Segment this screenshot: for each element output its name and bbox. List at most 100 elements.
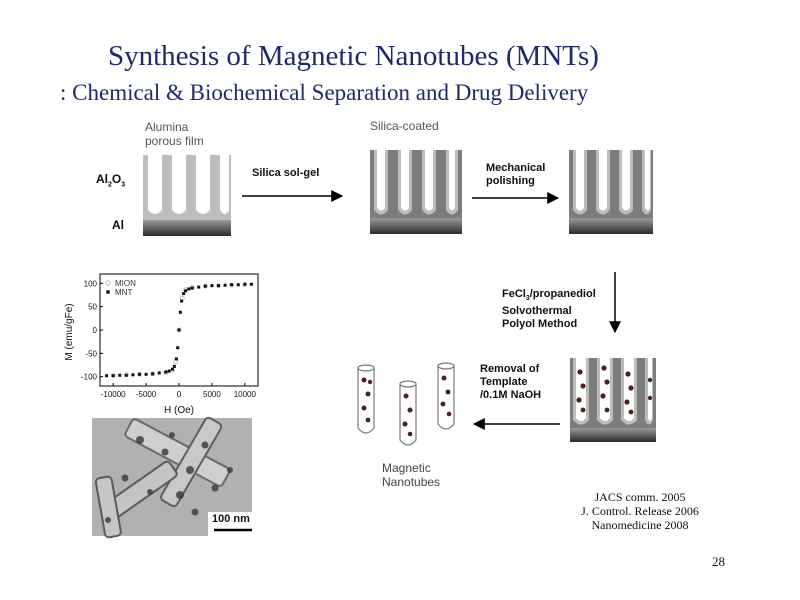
chart-xlabel: H (Oe): [164, 405, 194, 416]
data-point-mnt: [174, 357, 178, 361]
arrow2-label: Mechanical polishing: [486, 162, 545, 188]
x-tick-label: -5000: [136, 390, 157, 399]
alumina-film-label: Alumina porous film: [145, 120, 204, 148]
alumina-label-line2: porous film: [145, 134, 204, 148]
y-tick-label: -100: [81, 373, 98, 382]
al2o3-al: Al: [96, 172, 108, 186]
y-tick-label: 100: [84, 279, 98, 288]
data-point-mion: [123, 372, 129, 378]
slide-subtitle: : Chemical & Biochemical Separation and …: [60, 80, 589, 105]
data-point-mnt: [164, 370, 168, 374]
product-label-line2: Nanotubes: [382, 475, 441, 489]
y-tick-label: 50: [88, 303, 97, 312]
data-point-mnt: [184, 289, 188, 293]
al2o3-sub2: 3: [121, 181, 126, 189]
alumina-film-diagram: [143, 155, 231, 236]
data-point-mnt: [180, 299, 184, 303]
product-label-line1: Magnetic: [382, 461, 431, 475]
reference-2: J. Control. Release 2006: [581, 504, 699, 518]
al2o3-o: O: [111, 172, 122, 186]
data-point-mnt: [131, 373, 135, 377]
arrow3-label-line2: Solvothermal: [502, 305, 572, 318]
data-point-mnt: [105, 374, 109, 378]
arrow3-label: FeCl3/propanediol Solvothermal Polyol Me…: [502, 288, 596, 331]
data-point-mion: [150, 371, 156, 377]
data-point-mnt: [176, 346, 180, 350]
data-point-mion: [176, 327, 182, 333]
al-label: Al: [112, 218, 124, 232]
reference-1: JACS comm. 2005: [594, 490, 686, 504]
data-point-mion: [242, 282, 248, 288]
legend-label-mion: MION: [115, 279, 136, 288]
data-point-mnt: [118, 373, 122, 377]
polished-template-diagram: [569, 150, 653, 234]
data-point-mnt: [167, 369, 171, 373]
legend-marker-mion: [105, 280, 111, 286]
data-point-mnt: [138, 372, 141, 376]
data-point-mnt: [203, 284, 207, 288]
reference-3: Nanomedicine 2008: [591, 518, 689, 532]
data-point-mion: [202, 283, 208, 289]
data-point-mion: [110, 372, 116, 378]
arrow1-label: Silica sol-gel: [252, 167, 320, 179]
data-point-mnt: [157, 371, 161, 375]
arrow4-label-line2: Template: [480, 376, 528, 388]
y-tick-label: -50: [85, 349, 97, 358]
page-number: 28: [712, 554, 725, 569]
x-tick-label: 10000: [234, 390, 257, 399]
al2o3-sub1: 2: [108, 181, 112, 189]
data-point-mion: [137, 371, 142, 377]
data-point-mnt: [182, 292, 186, 296]
references: JACS comm. 2005 J. Control. Release 2006…: [560, 490, 720, 532]
arrow4-label: Removal of Template /0.1M NaOH: [480, 363, 541, 402]
x-tick-label: 5000: [203, 390, 221, 399]
arrow4-label-line3: /0.1M NaOH: [480, 389, 542, 401]
data-point-mnt: [230, 283, 234, 287]
data-point-mnt: [243, 282, 247, 286]
data-point-mnt: [210, 284, 214, 288]
x-tick-label: 0: [177, 390, 182, 399]
data-point-mnt: [124, 373, 128, 377]
chart-ticks: -10000 -5000 0 5000 10000 100 50 0 -50 -100: [81, 279, 257, 399]
al2o3-label: Al2O3: [96, 173, 125, 191]
arrow3-propanediol: /propanediol: [529, 288, 596, 300]
particle-filled-template-diagram: [570, 358, 656, 442]
data-point-mion: [216, 283, 221, 289]
chart-points: [105, 282, 253, 378]
alumina-label-line1: Alumina: [145, 120, 189, 134]
data-point-mnt: [111, 374, 115, 378]
nanotube-particles: [361, 375, 452, 437]
data-point-mnt: [236, 283, 240, 287]
legend-marker-mnt: [106, 290, 110, 294]
arrow3-label-line3: Polyol Method: [502, 318, 578, 331]
chart-ylabel: M (emu/gFe): [64, 303, 75, 360]
silica-coated-diagram: [370, 150, 462, 234]
slide-title: Synthesis of Magnetic Nanotubes (MNTs): [108, 40, 599, 72]
arrow2-label-line1: Mechanical: [486, 162, 546, 174]
arrow2-label-line2: polishing: [486, 175, 535, 187]
data-point-mnt: [170, 367, 174, 371]
data-point-mnt: [151, 372, 155, 376]
magnetic-nanotubes-label: Magnetic Nanotubes: [382, 461, 440, 489]
arrow3-sub: 3: [525, 295, 530, 303]
x-tick-label: -10000: [101, 390, 126, 399]
data-point-mion: [229, 282, 235, 288]
tem-scale-bar-label: 100 nm: [212, 513, 250, 525]
data-point-mnt: [187, 287, 191, 291]
tem-micrograph: [92, 416, 260, 539]
arrow4-label-line1: Removal of: [480, 363, 540, 375]
data-point-mnt: [178, 310, 182, 314]
data-point-mnt: [144, 372, 148, 376]
data-point-mnt: [172, 364, 176, 368]
legend-label-mnt: MNT: [115, 288, 132, 297]
magnetic-nanotubes-diagram: [357, 362, 455, 446]
data-point-mnt: [217, 284, 220, 288]
data-point-mnt: [177, 328, 181, 332]
arrow3-label-line1: FeCl3/propanediol: [502, 288, 596, 305]
data-point-mnt: [223, 283, 227, 287]
y-tick-label: 0: [93, 326, 98, 335]
data-point-mnt: [190, 286, 194, 290]
silica-coated-label: Silica-coated: [370, 119, 439, 133]
